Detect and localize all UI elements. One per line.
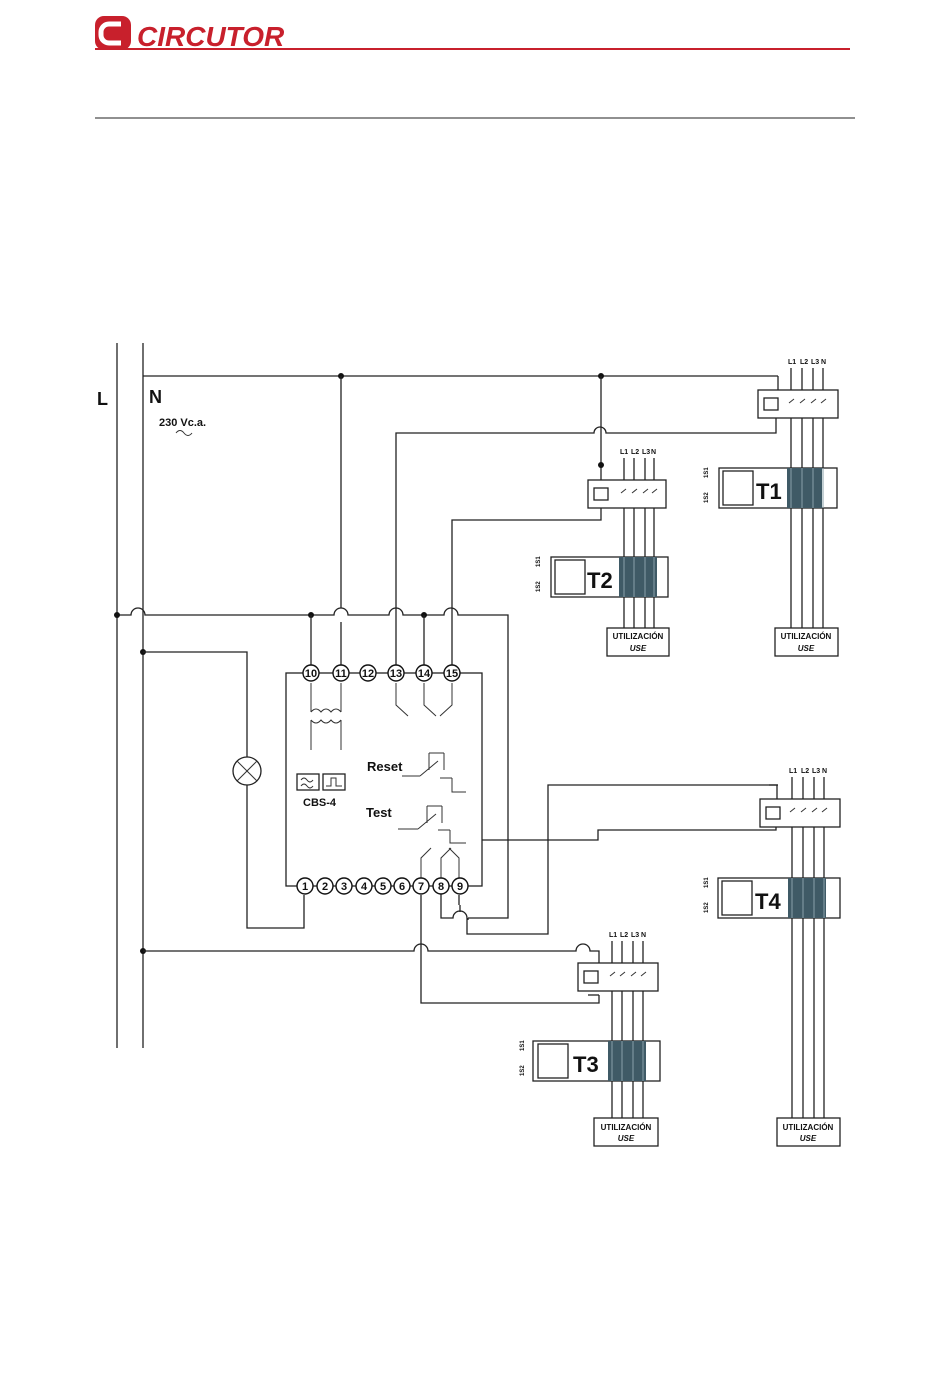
t1-1s2: 1S2 (704, 492, 710, 503)
terminal-12: 12 (362, 668, 374, 680)
circuit-t2: L1 L2 L3 N T2 1S1 1S2 UTILIZACIÓN USE (536, 449, 669, 656)
use-label-en-t4: USE (800, 1134, 817, 1143)
terminal-11: 11 (335, 668, 347, 680)
t3-1s2: 1S2 (520, 1065, 526, 1076)
use-label-es-t2: UTILIZACIÓN (613, 632, 664, 641)
t2-1s1: 1S1 (536, 556, 542, 567)
terminal-13: 13 (390, 668, 402, 680)
circuit-t4: L1 L2 L3 N T4 1S1 1S2 UTILIZACIÓN USE (704, 768, 840, 1146)
device-label: CBS-4 (303, 797, 337, 809)
filter-symbol-2 (323, 774, 345, 790)
pole-l3: L3 (642, 449, 650, 456)
pole-l3: L3 (811, 359, 819, 366)
pole-l1: L1 (789, 768, 797, 775)
transformer-t4-label: T4 (755, 889, 781, 914)
pole-n: N (822, 768, 827, 775)
t2-1s2: 1S2 (536, 581, 542, 592)
transformer-t3-label: T3 (573, 1052, 599, 1077)
terminal-3: 3 (341, 881, 347, 893)
terminal-14: 14 (418, 668, 431, 680)
t1-1s1: 1S1 (704, 467, 710, 478)
neutral-label: N (149, 387, 162, 407)
t3-1s1: 1S1 (520, 1040, 526, 1051)
terminal-7: 7 (418, 881, 424, 893)
pole-l1: L1 (620, 449, 628, 456)
pole-l3: L3 (812, 768, 820, 775)
pole-l2: L2 (620, 932, 628, 939)
use-label-es-t1: UTILIZACIÓN (781, 632, 832, 641)
terminal-4: 4 (361, 881, 368, 893)
terminal-10: 10 (305, 668, 317, 680)
supply-voltage-label: 230 Vc.a. (159, 417, 206, 429)
terminal-1: 1 (302, 881, 308, 893)
t4-1s2: 1S2 (704, 902, 710, 913)
pole-l2: L2 (800, 359, 808, 366)
circutor-logo: CIRCUTOR (95, 16, 285, 52)
pole-l2: L2 (631, 449, 639, 456)
reset-label: Reset (367, 759, 403, 774)
terminal-2: 2 (322, 881, 328, 893)
pole-l3: L3 (631, 932, 639, 939)
use-label-en-t1: USE (798, 644, 815, 653)
terminal-15: 15 (446, 668, 458, 680)
transformer-t1-label: T1 (756, 479, 782, 504)
use-label-en-t3: USE (618, 1134, 635, 1143)
terminal-8: 8 (438, 881, 444, 893)
brand-name: CIRCUTOR (137, 21, 285, 52)
circuit-t1: L1 L2 L3 N T1 1S1 1S2 UTILIZACIÓN USE (704, 359, 838, 656)
cbs4-device: CBS-4 Reset Test (286, 673, 482, 886)
test-label: Test (366, 805, 392, 820)
pole-n: N (641, 932, 646, 939)
pole-n: N (651, 449, 656, 456)
phase-label: L (97, 389, 108, 409)
pole-n: N (821, 359, 826, 366)
use-label-es-t3: UTILIZACIÓN (601, 1123, 652, 1132)
terminal-6: 6 (399, 881, 405, 893)
terminal-9: 9 (457, 881, 463, 893)
use-label-en-t2: USE (630, 644, 647, 653)
circuit-t3: L1 L2 L3 N T3 1S1 1S2 UTILIZACIÓN USE (520, 932, 660, 1146)
supply-lines: L N 230 Vc.a. (97, 343, 206, 1048)
terminal-5: 5 (380, 881, 386, 893)
pole-l1: L1 (788, 359, 796, 366)
pole-l1: L1 (609, 932, 617, 939)
use-label-es-t4: UTILIZACIÓN (783, 1123, 834, 1132)
pole-l2: L2 (801, 768, 809, 775)
t4-1s1: 1S1 (704, 877, 710, 888)
ac-symbol (176, 431, 192, 436)
transformer-t2-label: T2 (587, 568, 613, 593)
bottom-terminals: 1 2 3 4 5 6 7 8 9 (297, 878, 468, 894)
